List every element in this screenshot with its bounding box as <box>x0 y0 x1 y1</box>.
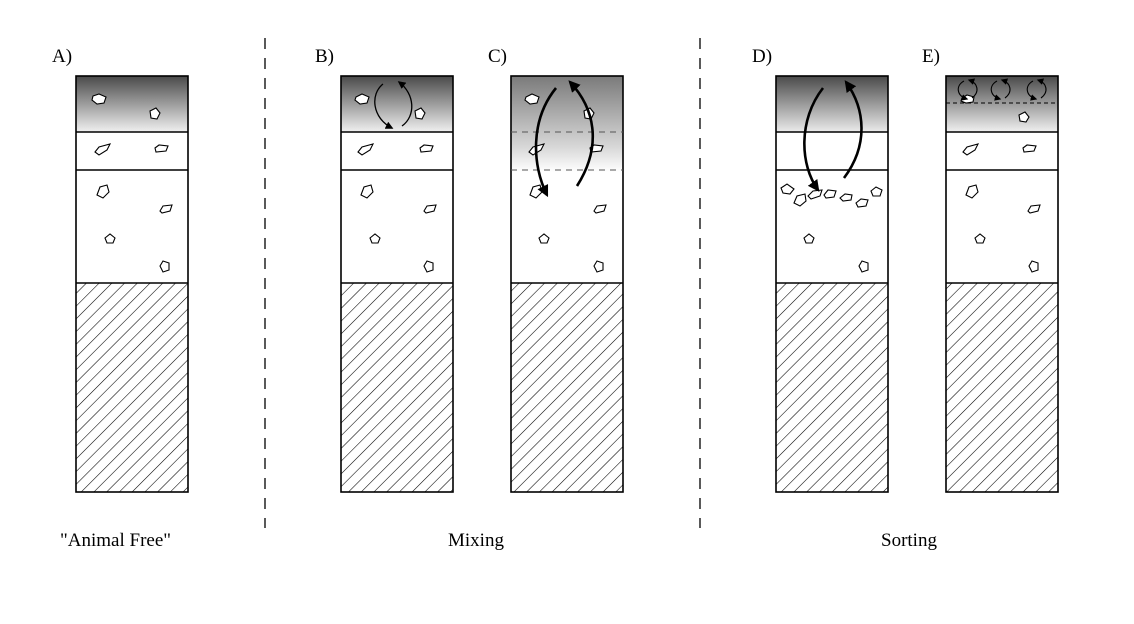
column-a <box>75 75 189 493</box>
column-b <box>340 75 454 493</box>
caption-sorting: Sorting <box>881 530 937 551</box>
panel-label-a: A) <box>52 46 72 67</box>
column-e <box>945 75 1059 493</box>
column-d <box>775 75 889 493</box>
panel-label-c: C) <box>488 46 507 67</box>
panel-label-d: D) <box>752 46 772 67</box>
column-c <box>510 75 624 493</box>
caption-animal-free: "Animal Free" <box>60 530 171 551</box>
panel-label-b: B) <box>315 46 334 67</box>
panel-label-e: E) <box>922 46 940 67</box>
caption-mixing: Mixing <box>448 530 504 551</box>
